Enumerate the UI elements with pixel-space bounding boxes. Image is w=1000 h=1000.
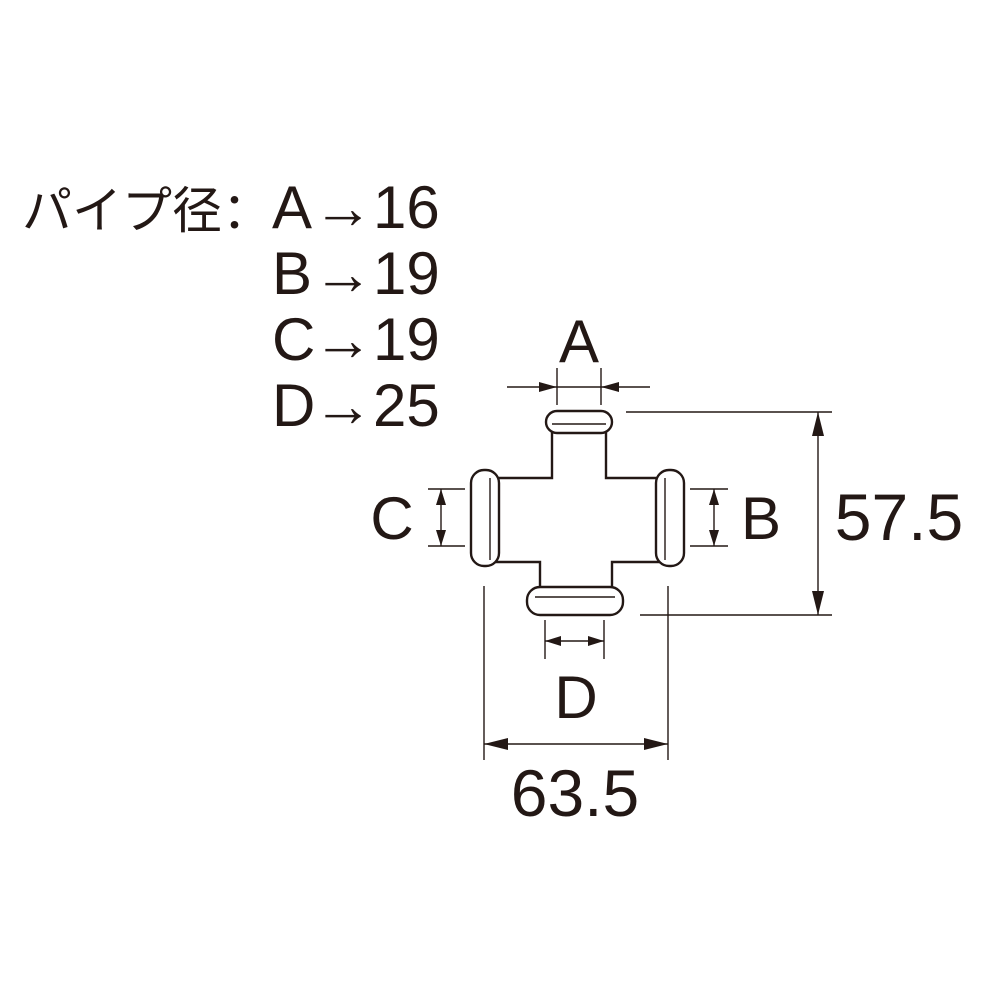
legend-key-c: C: [272, 306, 315, 373]
arrowhead-width-left: [484, 738, 508, 750]
arrowhead-d-left: [545, 636, 561, 646]
dimension-a: A: [507, 308, 650, 405]
arrowhead-c-up: [436, 489, 446, 505]
legend-value-d: →25: [313, 372, 440, 439]
arrowhead-height-bottom: [812, 591, 824, 615]
arrowhead-a-right: [601, 382, 619, 392]
arrowhead-c-down: [436, 530, 446, 546]
dimension-label-c: C: [370, 485, 413, 552]
dimension-b: B: [690, 485, 781, 552]
socket-left: [469, 468, 501, 568]
dimension-height: 57.5: [626, 411, 963, 616]
socket-bottom: [525, 585, 625, 617]
dimension-c: C: [370, 485, 465, 552]
legend-value-b: →19: [313, 240, 440, 307]
cross-fitting: [469, 409, 686, 617]
arrowhead-b-up: [709, 489, 719, 505]
fitting-body: [492, 426, 666, 596]
arrowhead-b-down: [709, 530, 719, 546]
arrowhead-height-top: [812, 412, 824, 436]
socket-right: [654, 468, 686, 568]
dimension-label-d: D: [554, 664, 597, 731]
legend-key-d: D: [272, 372, 315, 439]
legend-title: パイプ径：: [22, 183, 272, 239]
legend-key-b: B: [272, 240, 312, 307]
arrowhead-d-right: [588, 636, 604, 646]
legend-value-c: →19: [313, 306, 440, 373]
dimension-height-label: 57.5: [835, 480, 963, 554]
dimension-label-a: A: [559, 308, 599, 375]
arrowhead-width-right: [644, 738, 668, 750]
legend-value-a: →16: [313, 174, 440, 241]
socket-top: [544, 409, 614, 435]
dimension-width-label: 63.5: [511, 756, 639, 830]
dimension-d: D: [544, 620, 605, 731]
arrowhead-a-left: [539, 382, 557, 392]
dimension-label-b: B: [741, 485, 781, 552]
pipe-diameter-legend: パイプ径： A →16 B →19 C →19 D →25: [22, 174, 440, 439]
legend-key-a: A: [272, 174, 312, 241]
dimension-width: 63.5: [483, 586, 669, 830]
